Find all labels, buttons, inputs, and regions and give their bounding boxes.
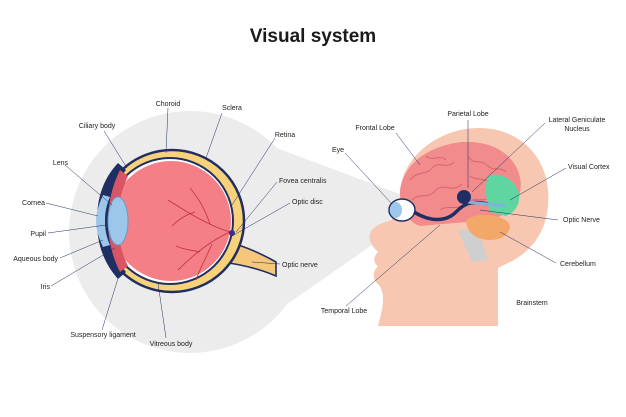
label-vitreous-body: Vitreous body	[150, 341, 193, 348]
label-lens: Lens	[53, 160, 69, 167]
label-retina: Retina	[275, 132, 295, 139]
label-visual-cortex: Visual Cortex	[568, 164, 610, 171]
cornea-front	[96, 195, 110, 247]
label-lgn-line1: Lateral Geniculate	[549, 117, 606, 124]
label-lgn-line2: Nucleus	[564, 126, 590, 133]
cornea-shape	[97, 163, 126, 279]
label-suspensory-ligament: Suspensory ligament	[70, 332, 135, 339]
label-ciliary-body: Ciliary body	[79, 123, 116, 130]
label-frontal-lobe: Frontal Lobe	[355, 125, 394, 132]
optic-radiation	[467, 200, 507, 208]
lens	[107, 196, 129, 246]
label-choroid: Choroid	[156, 101, 181, 108]
vision-cone	[250, 138, 405, 330]
label-pupil: Pupil	[30, 231, 46, 238]
label-parietal-lobe: Parietal Lobe	[447, 111, 488, 118]
label-cerebellum: Cerebellum	[560, 261, 596, 268]
label-optic-nerve-brain: Optic Nerve	[563, 217, 600, 224]
head-profile	[344, 120, 567, 326]
diagram-title: Visual system	[249, 26, 377, 47]
eye-leader-lines	[45, 107, 291, 339]
label-temporal-lobe: Temporal Lobe	[321, 308, 367, 315]
eye-cross-section	[45, 107, 291, 339]
head-eye-lens	[390, 202, 402, 218]
eye-labels: Choroid Sclera Ciliary body Retina Lens …	[13, 101, 327, 348]
label-optic-nerve-eye: Optic nerve	[282, 262, 318, 269]
cerebellum-region	[466, 214, 510, 240]
brain-labels: Parietal Lobe Frontal Lobe Lateral Genic…	[321, 111, 610, 315]
label-fovea-centralis: Fovea centralis	[279, 178, 327, 185]
label-eye: Eye	[332, 147, 344, 154]
retinal-vessels	[167, 187, 231, 281]
brain-leader-lines	[344, 120, 567, 307]
lateral-geniculate-nucleus	[457, 190, 471, 204]
label-aqueous-body: Aqueous body	[13, 256, 58, 263]
vitreous-body	[111, 161, 231, 281]
label-cornea: Cornea	[22, 200, 45, 207]
label-brainstem: Brainstem	[516, 300, 548, 307]
label-iris: Iris	[41, 284, 51, 291]
label-optic-disc: Optic disc	[292, 199, 323, 206]
label-sclera: Sclera	[222, 105, 242, 112]
fovea-dot	[229, 230, 235, 236]
